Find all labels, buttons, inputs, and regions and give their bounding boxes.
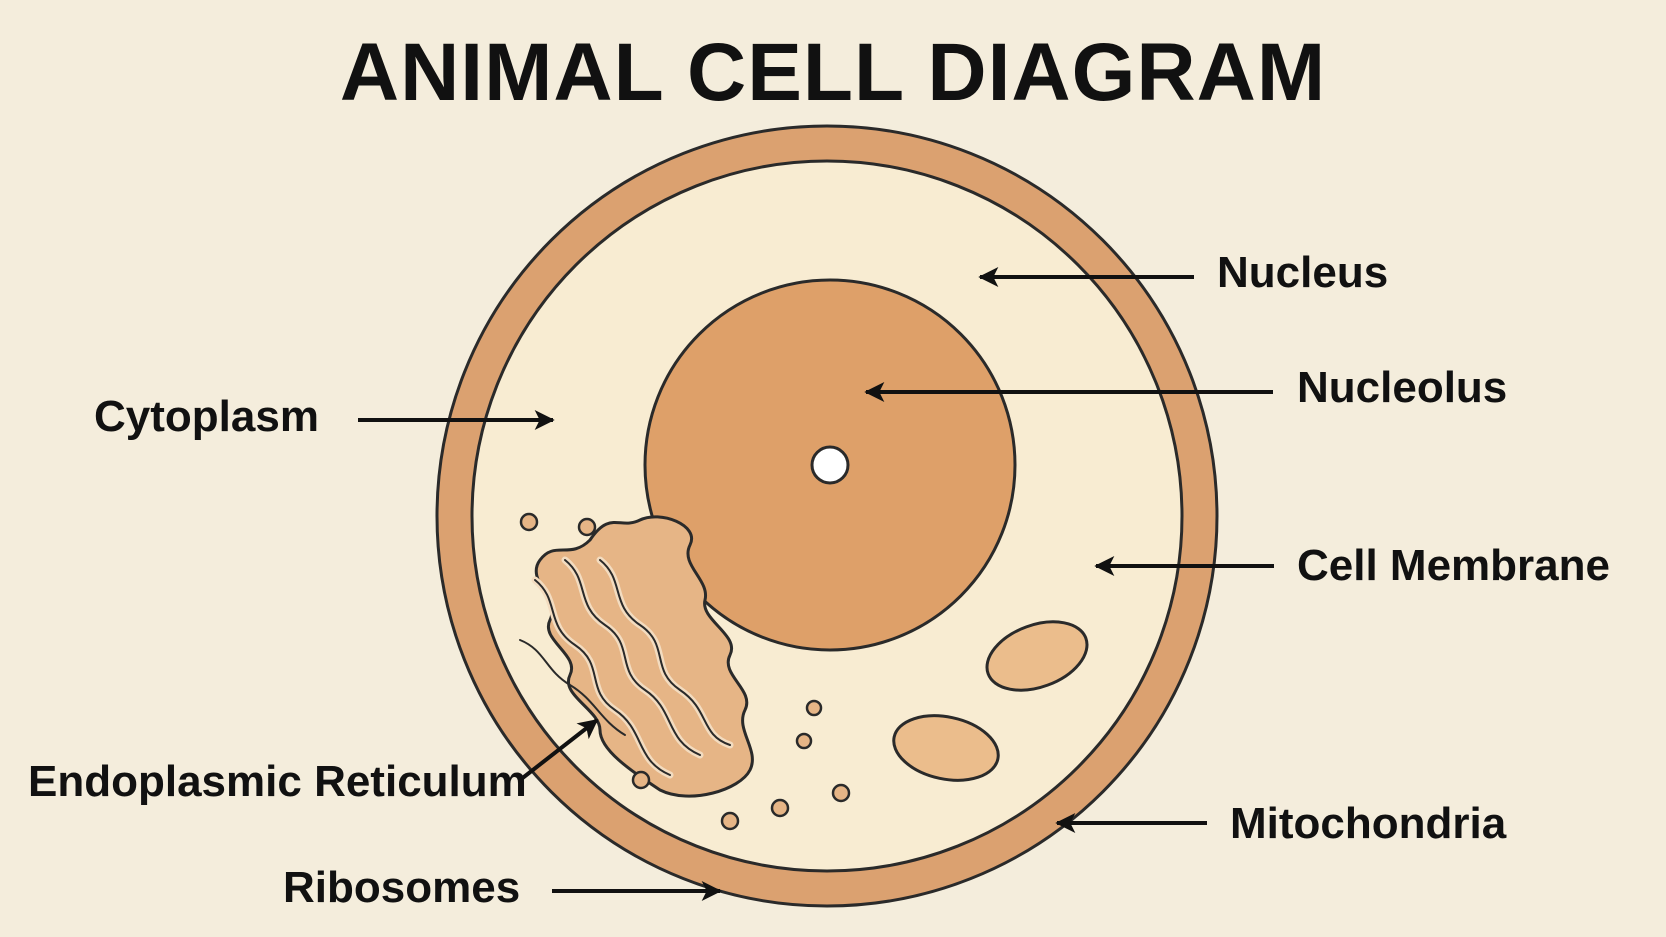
ribosome-dot (795, 732, 813, 750)
cell (435, 124, 1219, 908)
leader-arrows (358, 267, 1274, 901)
ribosome-dot (770, 798, 790, 818)
label-mitochondria: Mitochondria (1230, 799, 1507, 848)
nucleolus-shape (810, 445, 850, 485)
arrow-endoplasmic-reticulum (518, 718, 599, 782)
ribosome-dot (720, 811, 740, 831)
ribosome-dot (831, 783, 851, 803)
ribosome-dot (519, 512, 539, 532)
mitochondrion-shape-2 (892, 714, 1000, 782)
diagram-title: ANIMAL CELL DIAGRAM (340, 27, 1326, 118)
mitochondrion-shape-1 (985, 620, 1089, 692)
ribosome-dots (519, 512, 851, 831)
label-nucleolus: Nucleolus (1297, 363, 1507, 412)
label-cytoplasm: Cytoplasm (94, 392, 319, 441)
ribosome-dot (577, 517, 597, 537)
ribosome-dot (805, 699, 823, 717)
ribosome-dot (631, 770, 651, 790)
label-endoplasmic-reticulum: Endoplasmic Reticulum (28, 757, 527, 806)
label-nucleus: Nucleus (1217, 248, 1388, 297)
label-ribosomes: Ribosomes (283, 863, 520, 912)
label-cell-membrane: Cell Membrane (1297, 541, 1610, 590)
endoplasmic-reticulum-shape (519, 515, 754, 798)
